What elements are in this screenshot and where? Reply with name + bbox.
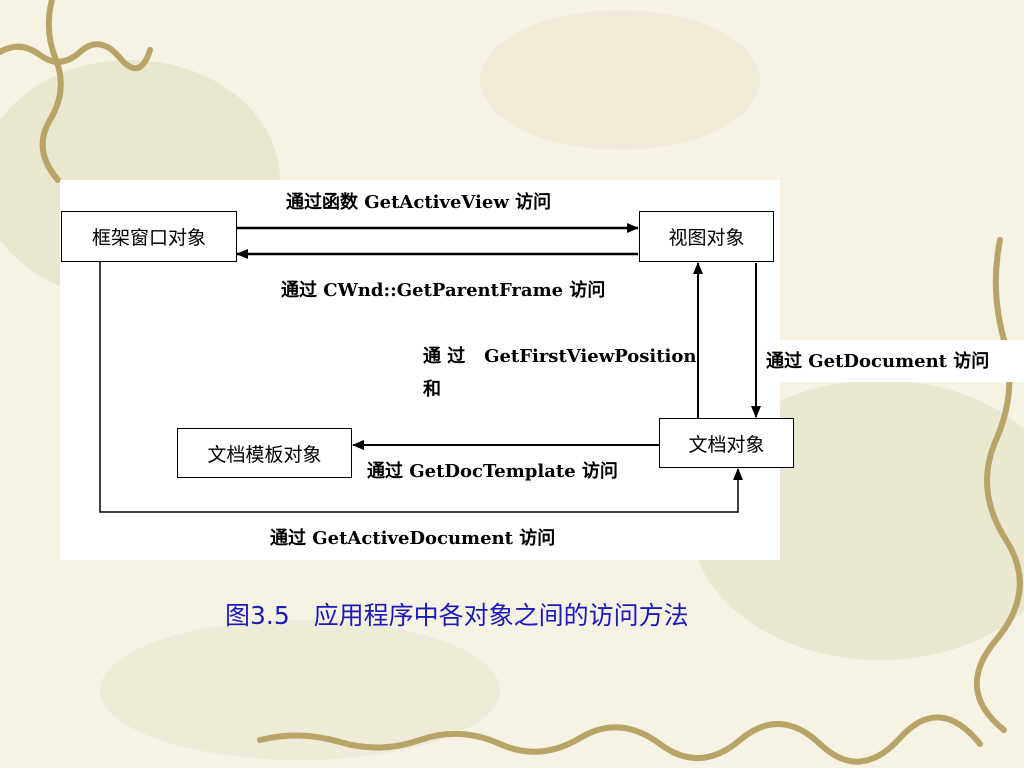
vine-right (973, 237, 1023, 733)
label-get-doc-template: 通过 GetDocTemplate 访问 (367, 461, 618, 482)
figure-caption: 图3.5 应用程序中各对象之间的访问方法 (225, 601, 689, 630)
vine-left (39, 0, 64, 183)
diagram-panel-extension (760, 340, 1024, 382)
node-frame-window: 框架窗口对象 (61, 211, 237, 262)
label-get-first-view-line2: 和 (423, 379, 441, 400)
label-get-active-view: 通过函数 GetActiveView 访问 (286, 192, 552, 213)
node-document: 文档对象 (659, 418, 794, 468)
connector-frame-to-document (99, 262, 743, 513)
label-get-document: 通过 GetDocument 访问 (766, 351, 990, 372)
label-get-parent-frame: 通过 CWnd::GetParentFrame 访问 (281, 280, 606, 301)
label-get-active-document: 通过 GetActiveDocument 访问 (270, 528, 556, 549)
vine-top-left (0, 41, 153, 72)
vine-bottom (257, 714, 983, 765)
node-view: 视图对象 (639, 211, 774, 262)
label-get-first-view-line1: 通 过 GetFirstViewPosition (423, 346, 697, 367)
node-doc-template: 文档模板对象 (177, 428, 352, 478)
